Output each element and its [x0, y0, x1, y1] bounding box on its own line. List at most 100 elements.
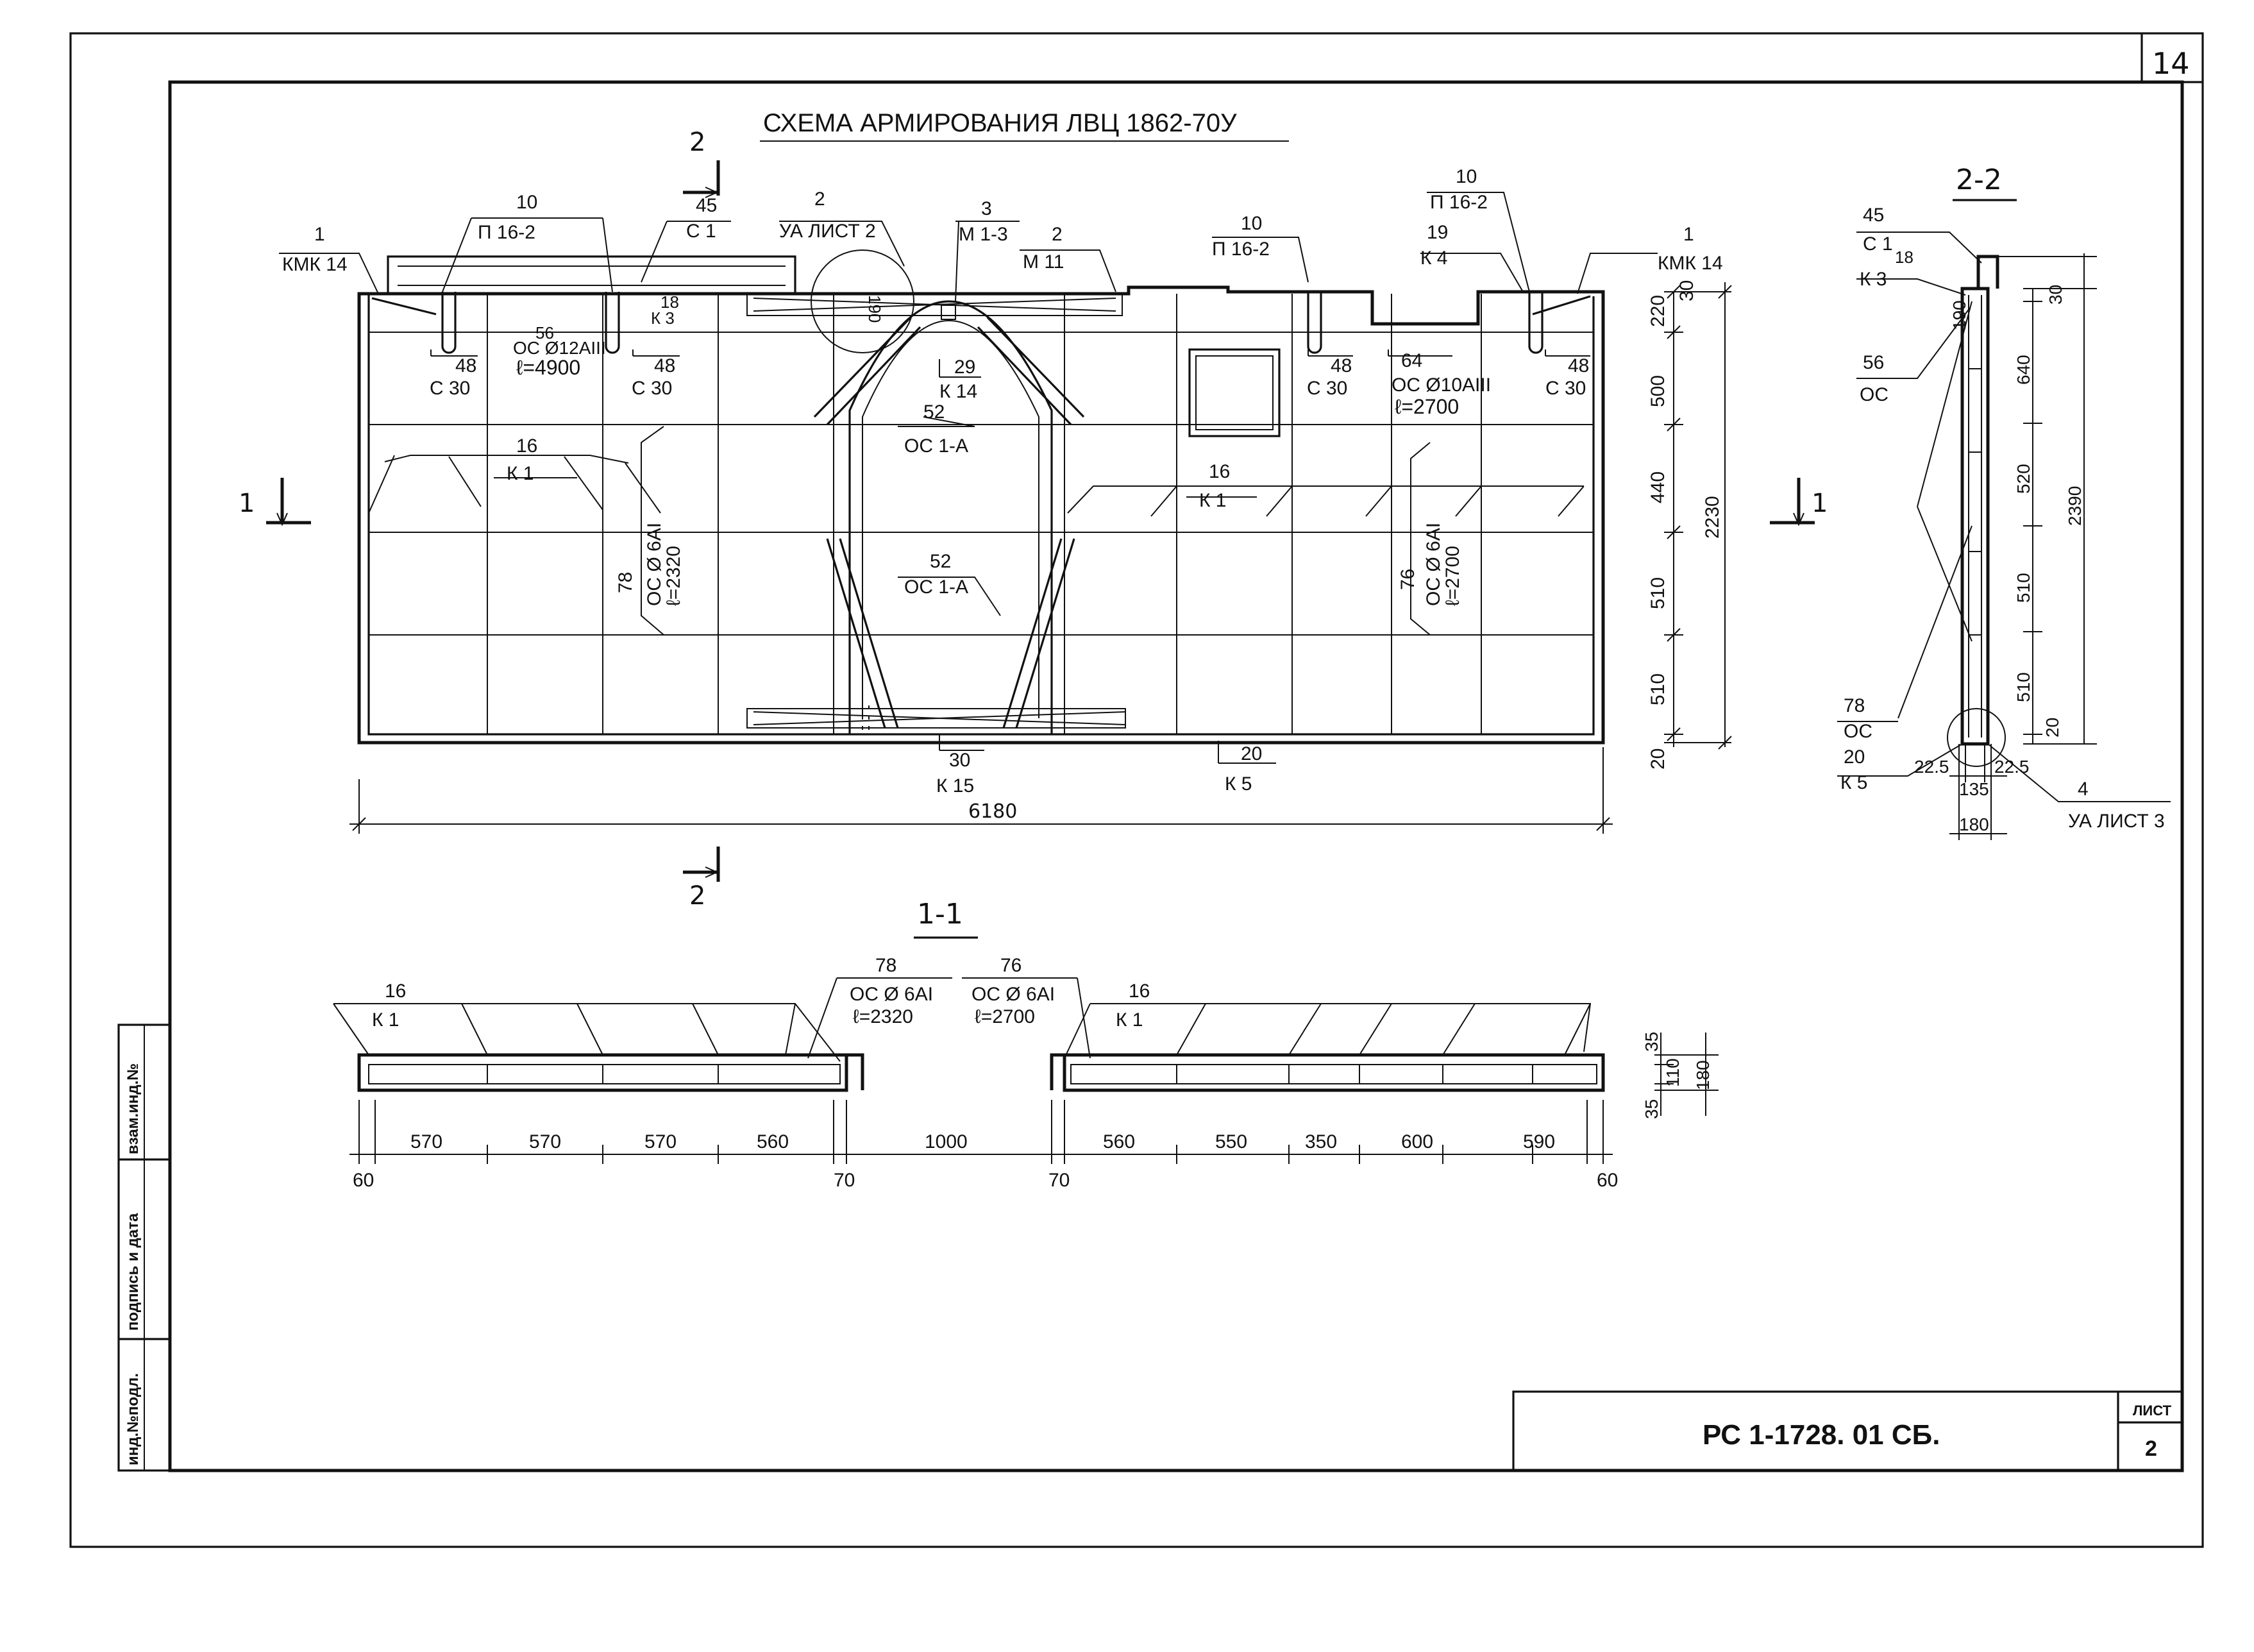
s11-end-dim: 60	[1597, 1170, 1618, 1191]
side-stamp: взам.инд.№ подпись и дата инд.№подл.	[117, 1024, 171, 1472]
s22-dim: 510	[2014, 573, 2033, 603]
callout-num: 52	[930, 551, 951, 572]
note-text: ОС Ø 6АI	[1423, 523, 1444, 606]
callout-num: 48	[455, 355, 476, 376]
callout-label: С 30	[1307, 378, 1347, 399]
dim-v: 30	[1676, 280, 1697, 301]
s11-dim: 590	[1523, 1131, 1555, 1152]
s11-end-dim: 70	[834, 1170, 855, 1191]
s11-dim: 560	[1103, 1131, 1135, 1152]
dim-v: 510	[1647, 673, 1669, 705]
stamp-ind: инд.№подл.	[124, 1373, 142, 1465]
callout-num: 16	[1209, 461, 1230, 482]
callout-num: 52	[923, 401, 945, 423]
s22-bdim: 135	[1959, 779, 1989, 799]
callout-num: 3	[981, 198, 992, 219]
callout-label: ОС Ø10АIII	[1392, 375, 1491, 396]
callout-label: К 5	[1225, 773, 1252, 795]
callout-label: П 16-2	[478, 222, 535, 243]
s22-callout-label: К 3	[1860, 269, 1887, 290]
outer-frame	[69, 32, 2204, 1548]
callout-label: К 4	[1420, 248, 1448, 269]
s11-callout-num: 78	[875, 955, 896, 976]
s22-callout-num: 56	[1863, 352, 1884, 373]
callout-label: УА ЛИСТ 2	[779, 221, 876, 242]
s11-callout-label: ОС Ø 6АI	[971, 984, 1055, 1005]
corner-sheet-number: 14	[2152, 46, 2190, 81]
section-markers: 2 2 1 1	[239, 128, 1828, 911]
s22-dim: 520	[2014, 464, 2033, 494]
callout-label: П 16-2	[1430, 192, 1488, 213]
section-2-2: 2-2 45 С 1 18 К 3 56 ОС 78 ОС 20 К 5 4 У…	[1837, 164, 2171, 840]
callout-num: 19	[1427, 222, 1448, 243]
section-1-1: 1-1 16 К 1 78 ОС Ø 6АI ℓ=2320 76 ОС Ø 6А…	[333, 898, 1719, 1191]
callout-label: П 16-2	[1212, 239, 1270, 260]
s11-callout-num: 16	[1129, 981, 1150, 1002]
s22-callout-num: 4	[2078, 779, 2089, 800]
s22-dim: 510	[2014, 672, 2033, 702]
main-vertical-notes: 78 ОС Ø 6АI ℓ=2320 76 ОС Ø 6АI ℓ=2700 19…	[615, 295, 1463, 606]
drawing-title: СХЕМА АРМИРОВАНИЯ ЛВЦ 1862-70У	[763, 109, 1237, 137]
dim-overall-length: 6180	[968, 800, 1017, 823]
callout-num: 56	[535, 323, 554, 342]
s11-dim: 570	[529, 1131, 561, 1152]
callout-label: С 30	[632, 378, 672, 399]
note-text: ОС Ø 6АI	[644, 523, 665, 606]
callout-num: 29	[954, 357, 975, 378]
dim-v: 20	[1647, 748, 1669, 770]
dim-v: 220	[1647, 295, 1669, 327]
dim-v: 510	[1647, 577, 1669, 609]
title-block-sheet-label: ЛИСТ	[2133, 1403, 2172, 1419]
callout-num: 48	[1331, 355, 1352, 376]
callout-label: К 1	[1199, 490, 1227, 511]
s22-callout-num: 78	[1844, 695, 1865, 716]
callout-num: 20	[1241, 743, 1262, 764]
s22-callout-num: 18	[1895, 248, 1913, 267]
stamp-podpis: подпись и дата	[124, 1213, 142, 1331]
dim-overall-height: 2230	[1702, 496, 1723, 539]
s11-callout-sub: ℓ=2320	[853, 1006, 913, 1027]
callout-num: 48	[654, 355, 675, 376]
callout-label: ОС Ø12АIII	[513, 338, 606, 358]
s22-bdim: 22.5	[1994, 757, 2030, 777]
callout-label: ОС 1-А	[904, 435, 968, 457]
callout-num: 2	[814, 189, 825, 210]
callout-num: 48	[1568, 355, 1589, 376]
callout-label: С 30	[430, 378, 470, 399]
callout-label: С 30	[1545, 378, 1586, 399]
cut1-right-num: 1	[1812, 489, 1828, 518]
section-1-1-title: 1-1	[917, 898, 963, 931]
callout-num: 10	[516, 192, 537, 213]
s22-callout-label: К 5	[1840, 772, 1868, 793]
callout-num: 45	[696, 195, 717, 216]
main-leaders	[279, 192, 1658, 764]
callout-num: 1	[314, 224, 325, 245]
callout-label: К 14	[939, 381, 977, 402]
note-num: 76	[1397, 569, 1418, 590]
s22-callout-num: 45	[1863, 205, 1884, 226]
s11-callout-label: К 1	[372, 1009, 399, 1031]
callout-label: К 3	[651, 308, 675, 328]
main-callouts: 1 КМК 14 10 П 16-2 45 С 1 2 УА ЛИСТ 2 3 …	[282, 166, 1723, 796]
cut2-top-num: 2	[689, 128, 705, 157]
callout-label: С 1	[686, 221, 716, 242]
s11-dim: 560	[757, 1131, 789, 1152]
s11-hdim: 110	[1663, 1058, 1683, 1087]
s11-end-dim: 60	[353, 1170, 374, 1191]
callout-sub: ℓ=4900	[516, 356, 580, 379]
s11-hdim: 180	[1693, 1060, 1713, 1090]
callout-num: 1	[1683, 224, 1694, 245]
inner-frame	[168, 80, 2184, 1472]
callout-num: 2	[1052, 224, 1063, 245]
s22-dim: 20	[2042, 718, 2062, 738]
s22-bdim: 22.5	[1914, 757, 1949, 777]
section-2-2-title: 2-2	[1956, 164, 2002, 196]
s11-hdim: 35	[1642, 1032, 1661, 1052]
s11-callout-label: ОС Ø 6АI	[850, 984, 933, 1005]
cut2-bottom-num: 2	[689, 881, 705, 911]
s11-callout-label: К 1	[1116, 1009, 1143, 1031]
s22-callout-label: ОС	[1844, 721, 1872, 742]
callout-label: КМК 14	[282, 254, 348, 275]
callout-label: КМК 14	[1658, 253, 1723, 274]
